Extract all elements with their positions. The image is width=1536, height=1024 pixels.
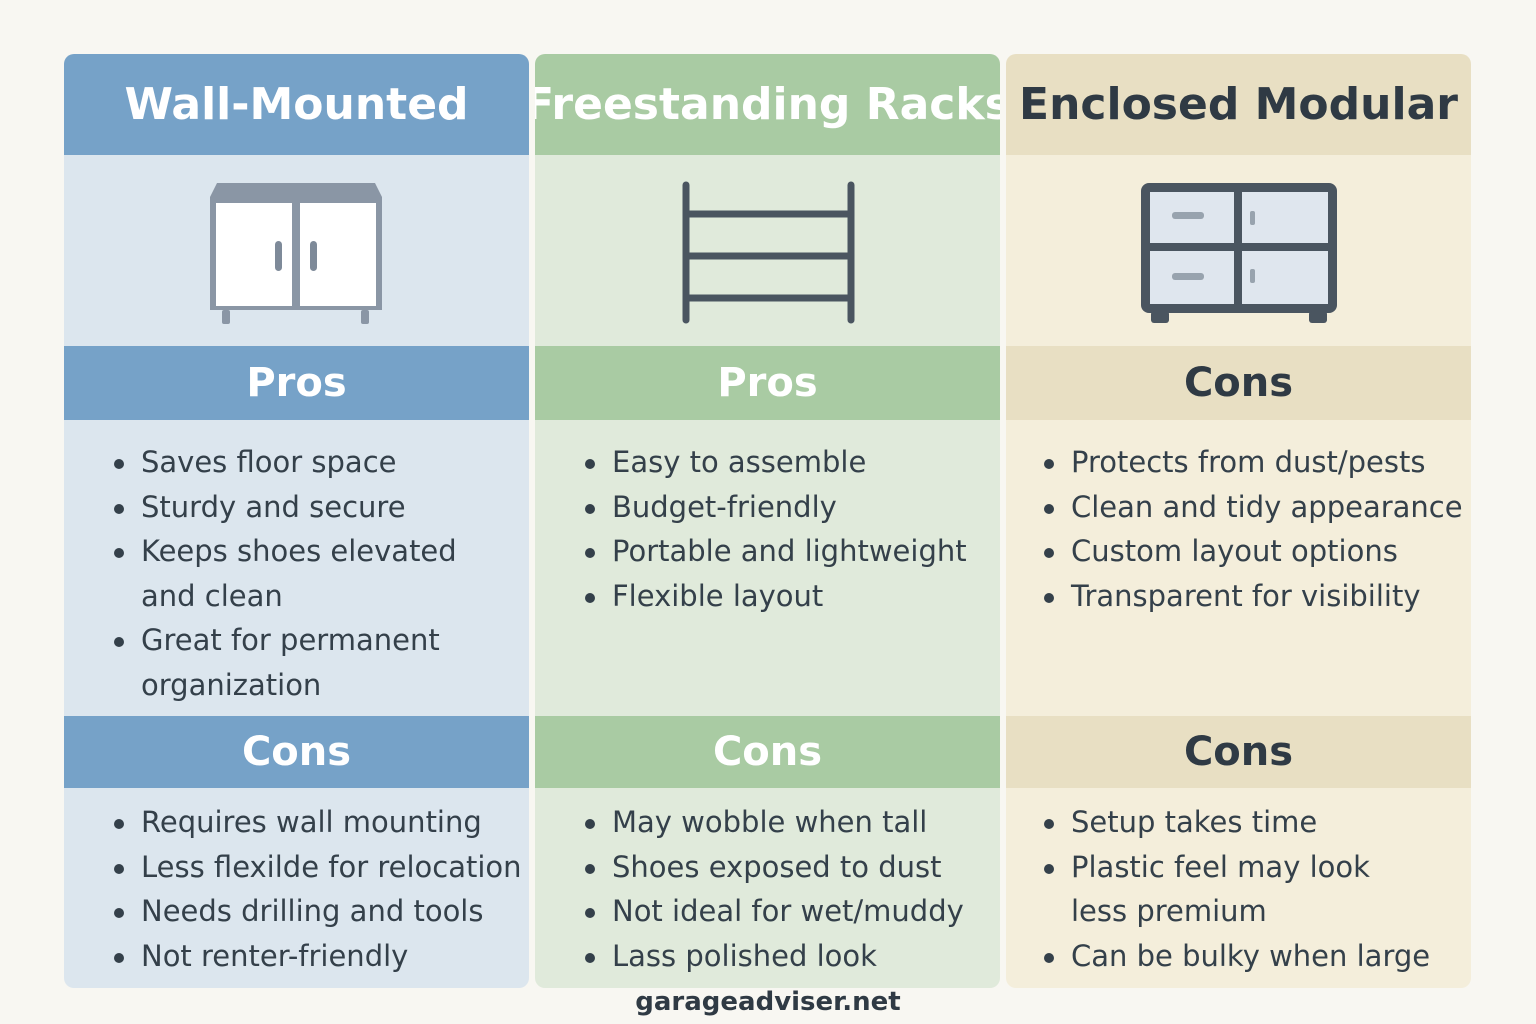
column-enclosed-modular: Enclosed Modular Cons Protects from dust…	[1006, 54, 1471, 988]
pros-list-area: Easy to assemble Budget-friendly Portabl…	[535, 420, 1000, 716]
list-item: Shoes exposed to dust	[535, 845, 1000, 890]
list-item: Easy to assemble	[535, 440, 1000, 485]
pros-list-area: Protects from dust/pests Clean and tidy …	[1006, 420, 1471, 716]
list-item-continuation: and clean	[141, 578, 283, 613]
list-item: Protects from dust/pests	[1006, 440, 1471, 485]
section-header: Pros	[64, 346, 529, 420]
column-freestanding-racks: Freestanding Racks Pros Easy to assemble…	[535, 54, 1000, 988]
cons-list: Setup takes time Plastic feel may look l…	[1006, 800, 1471, 978]
list-item-continuation: organization	[141, 667, 322, 702]
shoe-rack-icon	[682, 181, 855, 324]
list-item: Can be bulky when large	[1006, 934, 1471, 979]
icon-area	[64, 155, 529, 346]
list-item: May wobble when tall	[535, 800, 1000, 845]
list-item: Great for permanent	[64, 618, 529, 663]
cons-list-area: Setup takes time Plastic feel may look l…	[1006, 788, 1471, 988]
pros-list: Protects from dust/pests Clean and tidy …	[1006, 440, 1471, 618]
modular-cubes-icon	[1141, 183, 1337, 323]
list-item: Custom layout options	[1006, 529, 1471, 574]
list-item: Needs drilling and tools	[64, 889, 529, 934]
pros-list-area: Saves floor space Sturdy and secure Keep…	[64, 420, 529, 716]
cabinet-icon	[210, 183, 382, 324]
pros-list: Saves floor space Sturdy and secure Keep…	[64, 440, 529, 707]
section-header: Cons	[1006, 346, 1471, 420]
cons-list-area: May wobble when tall Shoes exposed to du…	[535, 788, 1000, 988]
column-wall-mounted: Wall-Mounted Pros Saves floor space Stur…	[64, 54, 529, 988]
list-item: Portable and lightweight	[535, 529, 1000, 574]
section-header: Cons	[64, 716, 529, 788]
list-item: Saves floor space	[64, 440, 529, 485]
column-title: Wall-Mounted	[64, 54, 529, 155]
column-title: Enclosed Modular	[1006, 54, 1471, 155]
section-header: Pros	[535, 346, 1000, 420]
list-item: Requires wall mounting	[64, 800, 529, 845]
list-item: Flexible layout	[535, 574, 1000, 619]
section-header: Cons	[1006, 716, 1471, 788]
pros-list: Easy to assemble Budget-friendly Portabl…	[535, 440, 1000, 618]
cons-list: Requires wall mounting Less flexilde for…	[64, 800, 529, 978]
list-item-continuation: less premium	[1071, 894, 1267, 928]
list-item: Less flexilde for relocation	[64, 845, 529, 890]
icon-area	[1006, 155, 1471, 346]
section-header: Cons	[535, 716, 1000, 788]
list-item: Keeps shoes elevated	[64, 529, 529, 574]
list-item: Not ideal for wet/muddy	[535, 889, 1000, 934]
list-item: Not renter-friendly	[64, 934, 529, 979]
cons-list: May wobble when tall Shoes exposed to du…	[535, 800, 1000, 978]
list-item: Transparent for visibility	[1006, 574, 1471, 619]
list-item: Sturdy and secure	[64, 485, 529, 530]
list-item: Clean and tidy appearance	[1006, 485, 1471, 530]
list-item: Setup takes time	[1006, 800, 1471, 845]
cons-list-area: Requires wall mounting Less flexilde for…	[64, 788, 529, 988]
footer-website: garageadviser.net	[635, 987, 901, 1017]
list-item: Plastic feel may look	[1006, 845, 1471, 890]
list-item: Lass polished look	[535, 934, 1000, 979]
list-item: Budget-friendly	[535, 485, 1000, 530]
column-title: Freestanding Racks	[535, 54, 1000, 155]
icon-area	[535, 155, 1000, 346]
